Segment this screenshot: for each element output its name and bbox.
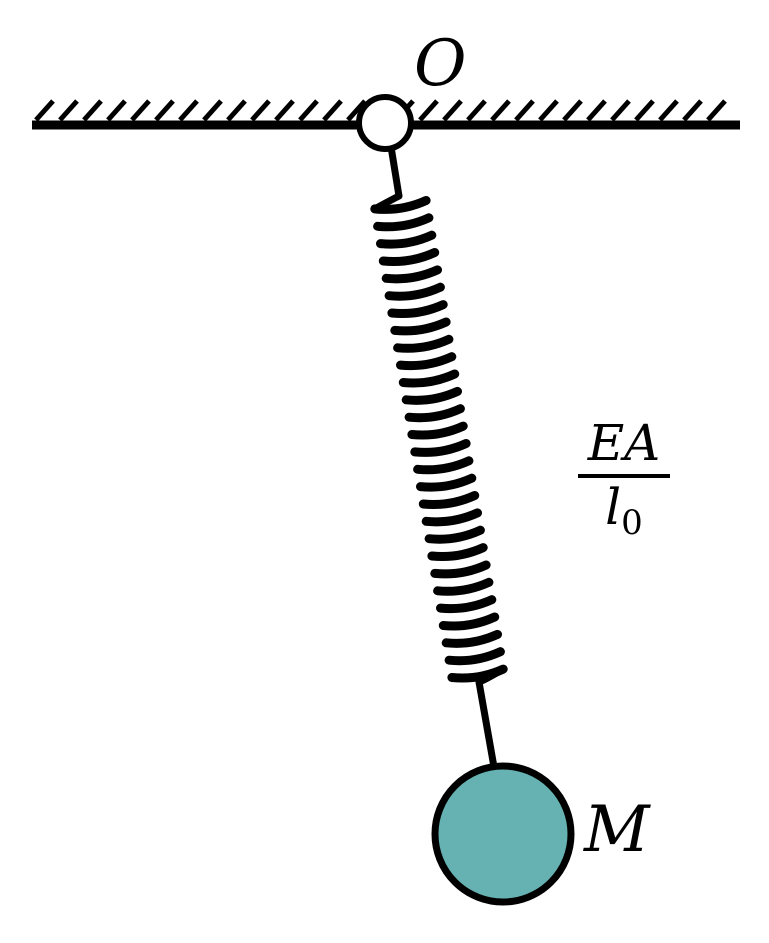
stiffness-numerator: EA xyxy=(587,414,661,472)
hatch-mark xyxy=(178,99,199,122)
hatch-mark xyxy=(682,99,703,122)
hatch-mark xyxy=(250,99,271,122)
hatch-mark xyxy=(106,99,127,122)
hatch-mark xyxy=(346,99,367,122)
spring-top-connector xyxy=(371,192,403,213)
spring xyxy=(370,192,508,686)
hatch-mark xyxy=(130,99,151,122)
hatch-mark xyxy=(538,99,559,122)
stiffness-denominator-subscript: 0 xyxy=(621,503,643,543)
mass-label: M xyxy=(584,793,650,867)
hatch-mark xyxy=(466,99,487,122)
hatch-mark xyxy=(442,99,463,122)
hatch-mark xyxy=(202,99,223,122)
hatch-mark xyxy=(418,99,439,122)
ceiling-hatching xyxy=(34,99,727,122)
hatch-mark xyxy=(322,99,343,122)
hatch-mark xyxy=(298,99,319,122)
stiffness-denominator: l0 xyxy=(578,482,670,540)
hatch-mark xyxy=(562,99,583,122)
hatch-mark xyxy=(154,99,175,122)
hatch-mark xyxy=(34,99,55,122)
stiffness-fraction: EA l0 xyxy=(578,418,670,540)
hatch-mark xyxy=(706,99,727,122)
spring-bottom-connector xyxy=(475,665,507,686)
hatch-mark xyxy=(514,99,535,122)
hatch-mark xyxy=(610,99,631,122)
hatch-mark xyxy=(586,99,607,122)
fraction-bar xyxy=(578,474,670,478)
hatch-mark xyxy=(226,99,247,122)
spring-coils xyxy=(370,196,508,683)
pivot-label: O xyxy=(414,27,467,101)
hatch-mark xyxy=(274,99,295,122)
stiffness-denominator-symbol: l xyxy=(605,478,622,536)
hatch-mark xyxy=(58,99,79,122)
hatch-mark xyxy=(658,99,679,122)
hatch-mark xyxy=(82,99,103,122)
pivot-joint xyxy=(356,94,414,152)
lower-rod xyxy=(475,681,498,768)
mass-ball xyxy=(431,762,575,906)
hatch-mark xyxy=(490,99,511,122)
hatch-mark xyxy=(634,99,655,122)
